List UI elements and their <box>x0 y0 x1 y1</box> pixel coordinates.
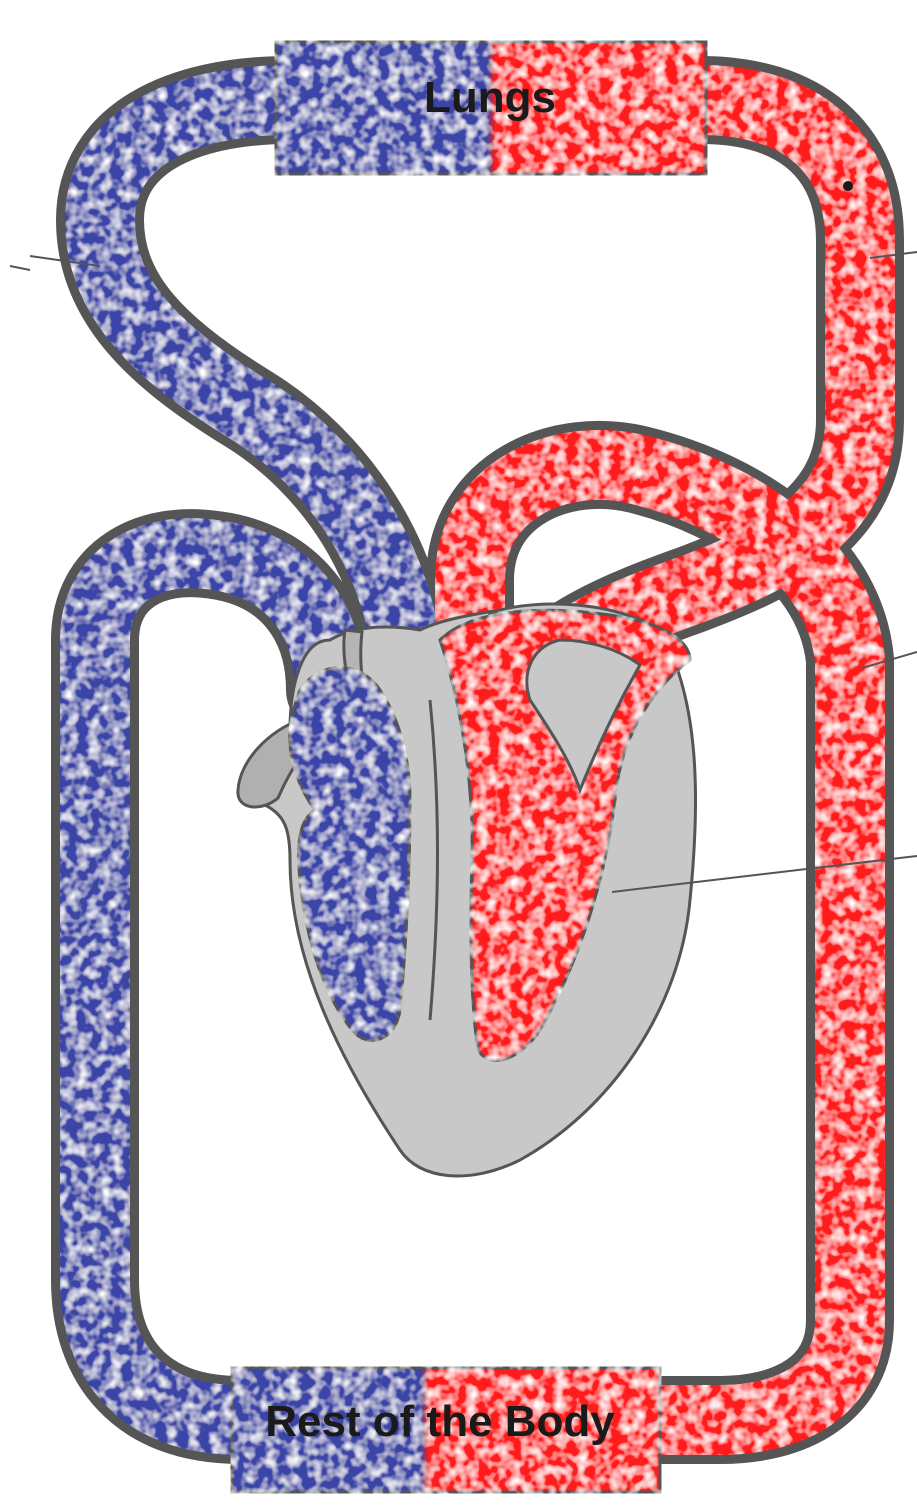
lungs-box: Lungs <box>276 42 706 174</box>
lungs-label: Lungs <box>424 73 556 122</box>
marker-dot <box>843 181 853 191</box>
body-label: Rest of the Body <box>265 1397 615 1446</box>
body-box: Rest of the Body <box>232 1368 660 1492</box>
leader-tick-left <box>10 266 30 270</box>
right-heart-chambers <box>290 668 410 1041</box>
